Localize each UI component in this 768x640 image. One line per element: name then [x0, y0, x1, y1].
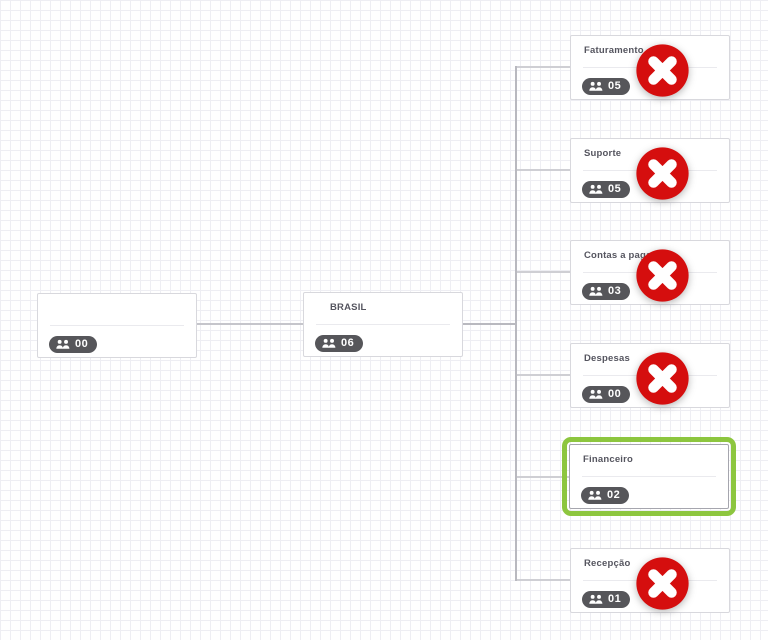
connector-line: [463, 323, 515, 325]
org-node-faturamento[interactable]: Faturamento 05: [570, 35, 730, 100]
org-node-empty-root[interactable]: 00: [37, 293, 197, 358]
member-count: 02: [607, 489, 621, 501]
member-count: 00: [608, 388, 622, 400]
connector-line: [517, 271, 570, 273]
node-divider: [50, 325, 184, 326]
member-count-badge: 03: [582, 283, 631, 300]
org-node-financeiro[interactable]: Financeiro 02: [569, 444, 729, 509]
node-title: Contas a pagar: [584, 250, 656, 261]
member-count: 00: [75, 338, 89, 350]
users-icon: [589, 286, 603, 296]
member-count: 03: [608, 285, 622, 297]
node-title: Despesas: [584, 353, 630, 364]
selected-node-highlight: Financeiro 02: [562, 437, 736, 516]
connector-line: [517, 579, 570, 581]
connector-line: [517, 476, 570, 478]
users-icon: [589, 184, 603, 194]
connector-line: [515, 66, 517, 581]
member-count-badge: 05: [582, 78, 631, 95]
member-count: 05: [608, 183, 622, 195]
cross-circle-icon: [636, 249, 689, 302]
member-count-badge: 05: [582, 181, 631, 198]
node-title: BRASIL: [330, 302, 367, 313]
connector-line: [517, 374, 570, 376]
connector-line: [197, 323, 303, 325]
delete-node-button[interactable]: [634, 247, 691, 304]
member-count-badge: 01: [582, 591, 631, 608]
org-node-brasil[interactable]: BRASIL 06: [303, 292, 463, 357]
member-count-badge: 02: [581, 487, 630, 504]
users-icon: [56, 339, 70, 349]
users-icon: [589, 594, 603, 604]
node-title: Suporte: [584, 148, 622, 159]
org-node-recepcao[interactable]: Recepção 01: [570, 548, 730, 613]
member-count: 06: [341, 337, 355, 349]
connector-line: [517, 169, 570, 171]
users-icon: [588, 490, 602, 500]
node-title: [51, 303, 188, 315]
member-count: 01: [608, 593, 622, 605]
node-divider: [316, 324, 450, 325]
org-node-contas-a-pagar[interactable]: Contas a pagar 03: [570, 240, 730, 305]
users-icon: [589, 81, 603, 91]
delete-node-button[interactable]: [634, 555, 691, 612]
member-count-badge: 06: [315, 335, 364, 352]
member-count-badge: 00: [49, 336, 98, 353]
cross-circle-icon: [636, 557, 689, 610]
users-icon: [589, 389, 603, 399]
cross-circle-icon: [636, 44, 689, 97]
cross-circle-icon: [636, 147, 689, 200]
org-node-suporte[interactable]: Suporte 05: [570, 138, 730, 203]
connector-line: [517, 66, 570, 68]
delete-node-button[interactable]: [634, 145, 691, 202]
cross-circle-icon: [636, 352, 689, 405]
node-divider: [582, 476, 716, 477]
delete-node-button[interactable]: [634, 350, 691, 407]
member-count: 05: [608, 80, 622, 92]
node-title: Faturamento: [584, 45, 644, 56]
member-count-badge: 00: [582, 386, 631, 403]
org-node-despesas[interactable]: Despesas 00: [570, 343, 730, 408]
node-title: Financeiro: [583, 454, 634, 465]
users-icon: [322, 338, 336, 348]
node-title: Recepção: [584, 558, 631, 569]
delete-node-button[interactable]: [634, 42, 691, 99]
